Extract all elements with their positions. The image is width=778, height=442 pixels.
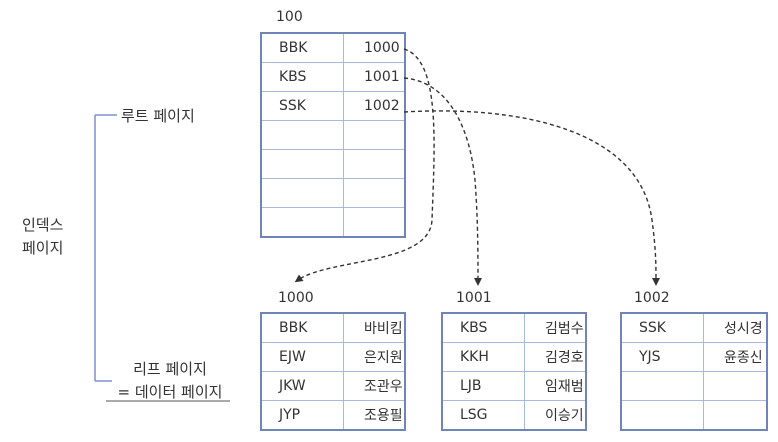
pointer-arrow-1002 [403,110,660,286]
table-row [260,120,406,150]
key-cell: LJB [441,371,525,401]
leaf-page-label-line2: = 데이터 페이지 [117,383,223,401]
pointer-cell: 1001 [343,62,406,92]
key-cell: SSK [260,91,344,121]
key-cell [260,149,344,179]
root-page-label: 루트 페이지 [121,107,195,125]
name-cell: 조관우 [343,371,406,401]
key-cell [260,178,344,208]
key-cell [260,207,344,238]
pointer-arrow-1001 [403,77,482,286]
key-cell [620,371,704,401]
pointer-cell: 1002 [343,91,406,121]
name-cell: 은지원 [343,342,406,372]
pointer-cell [343,207,406,238]
pointer-cell [343,149,406,179]
key-cell: YJS [620,342,704,372]
pointer-arrow-1000 [294,48,435,283]
pointer-cell [343,120,406,150]
key-cell: BBK [260,32,344,63]
index-page-bracket [94,114,230,402]
key-cell: KBS [260,62,344,92]
index-page-label: 인덱스 페이지 [22,214,63,260]
name-cell: 윤종신 [703,342,768,372]
leaf-page-number-1002: 1002 [634,290,670,306]
key-cell [260,120,344,150]
name-cell: 이승기 [524,400,587,431]
pointer-cell [343,178,406,208]
leaf-page-number-1000: 1000 [278,290,314,306]
name-cell: 임재범 [524,371,587,401]
leaf-page-label: 리프 페이지 = 데이터 페이지 [110,358,230,404]
index-page-label-line2: 페이지 [22,239,64,257]
key-cell: JYP [260,400,344,431]
name-cell [703,371,768,401]
name-cell: 김경호 [524,342,587,372]
index-page-label-line1: 인덱스 [22,216,64,234]
table-row [260,178,406,208]
leaf-page-label-line1: 리프 페이지 [133,360,207,378]
root-page-number: 100 [276,9,303,25]
table-row [260,207,406,238]
key-cell: KBS [441,312,525,343]
key-cell: KKH [441,342,525,372]
table-row [620,371,768,401]
leaf-page-number-1001: 1001 [456,290,492,306]
key-cell: LSG [441,400,525,431]
name-cell: 바비킴 [343,312,406,343]
key-cell [620,400,704,431]
name-cell: 조용필 [343,400,406,431]
name-cell [703,400,768,431]
table-row [620,400,768,431]
key-cell: JKW [260,371,344,401]
table-row [260,149,406,179]
